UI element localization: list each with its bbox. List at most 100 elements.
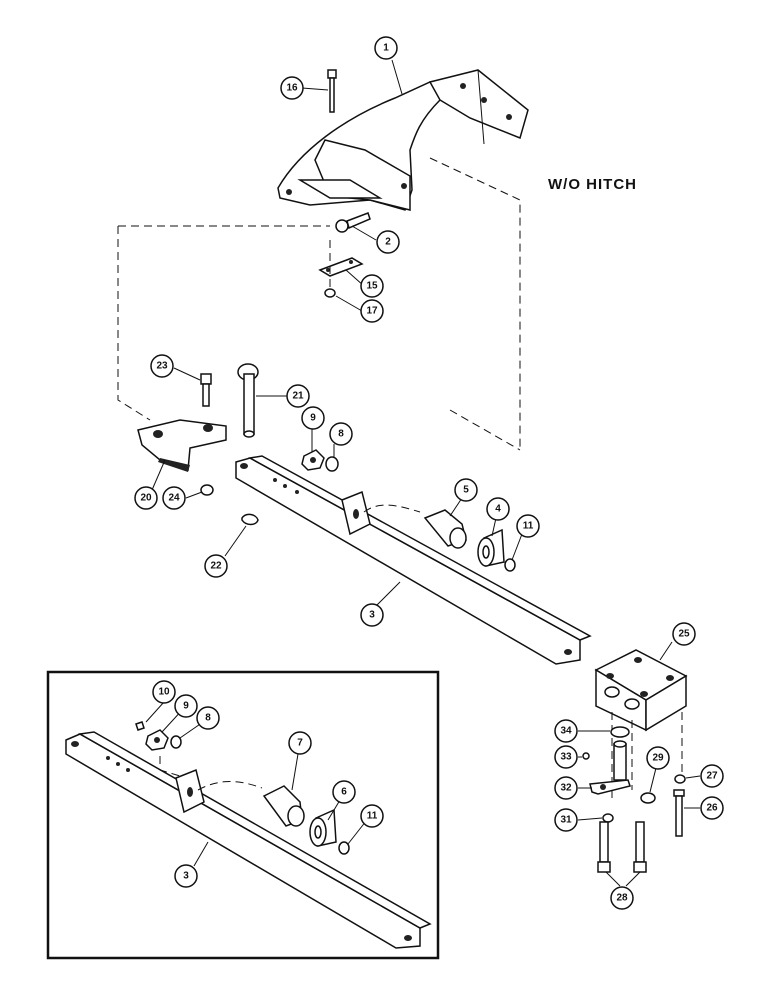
lockwasher-33	[582, 752, 590, 760]
svg-text:28: 28	[616, 893, 628, 904]
svg-text:26: 26	[706, 803, 718, 814]
drawbar-3	[235, 455, 592, 665]
svg-text:16: 16	[286, 83, 298, 94]
callout-3: 3	[360, 603, 384, 627]
callout-11: 11	[516, 514, 540, 538]
callout-34: 34	[554, 719, 578, 743]
svg-text:9: 9	[310, 413, 316, 424]
clip-22	[241, 513, 259, 526]
callout-23: 23	[150, 354, 174, 378]
svg-text:7: 7	[297, 738, 303, 749]
plate-32	[589, 779, 631, 795]
svg-text:1: 1	[383, 43, 389, 54]
callout-17: 17	[360, 299, 384, 323]
callout-29: 29	[646, 746, 670, 770]
callout-33: 33	[554, 745, 578, 769]
bolt-23	[200, 373, 212, 407]
svg-text:33: 33	[560, 752, 572, 763]
diagram-title: W/O HITCH	[548, 176, 637, 193]
washer-34	[610, 726, 630, 738]
callout-27: 27	[700, 764, 724, 788]
svg-text:20: 20	[140, 493, 152, 504]
callout-24: 24	[162, 486, 186, 510]
callout-1: 1	[374, 36, 398, 60]
svg-text:22: 22	[210, 561, 222, 572]
leader-lines	[145, 59, 701, 887]
nut-17	[324, 288, 336, 298]
callout-15: 15	[360, 274, 384, 298]
callout-11-inset: 11	[360, 804, 384, 828]
inset-stud-7	[262, 785, 305, 827]
callout-2: 2	[376, 230, 400, 254]
svg-text:11: 11	[523, 521, 534, 532]
roller-4	[477, 528, 505, 567]
inset-drawbar-3	[65, 731, 432, 949]
nut-24	[200, 484, 214, 496]
svg-text:10: 10	[158, 687, 170, 698]
callout-21: 21	[286, 384, 310, 408]
svg-text:6: 6	[341, 787, 347, 798]
inset-pin-10	[135, 721, 145, 731]
svg-text:2: 2	[385, 237, 391, 248]
callout-6: 6	[332, 780, 356, 804]
callout-22: 22	[204, 554, 228, 578]
lockwasher-31	[602, 813, 614, 823]
drawbar-pin-path	[363, 504, 421, 513]
plate-15	[318, 257, 364, 277]
svg-text:4: 4	[495, 504, 501, 515]
svg-text:3: 3	[183, 871, 189, 882]
svg-text:29: 29	[652, 753, 664, 764]
callout-26: 26	[700, 796, 724, 820]
hitch-block-25	[594, 649, 688, 732]
nut-9	[301, 449, 325, 471]
bolt-26	[673, 789, 685, 837]
bolts-28	[597, 821, 647, 873]
callout-4: 4	[486, 497, 510, 521]
inset-box	[46, 670, 440, 960]
svg-text:8: 8	[205, 713, 211, 724]
inset-washer-8	[170, 735, 182, 749]
lockwasher-27	[674, 774, 686, 784]
svg-text:27: 27	[706, 771, 718, 782]
svg-text:31: 31	[560, 815, 572, 826]
inset-nut-9	[145, 729, 169, 751]
svg-text:8: 8	[338, 429, 344, 440]
callout-20: 20	[134, 486, 158, 510]
pin-21	[237, 363, 259, 438]
callout-16: 16	[280, 76, 304, 100]
stud-5	[423, 509, 467, 549]
inset-roller-6	[309, 808, 337, 847]
washer-8	[325, 456, 339, 472]
svg-text:5: 5	[463, 485, 469, 496]
svg-text:11: 11	[367, 811, 378, 822]
svg-text:25: 25	[678, 629, 690, 640]
svg-text:24: 24	[168, 493, 180, 504]
svg-text:9: 9	[183, 701, 189, 712]
bolt-2	[335, 212, 371, 233]
callout-31: 31	[554, 808, 578, 832]
svg-text:32: 32	[560, 783, 572, 794]
inset-dash	[159, 756, 181, 777]
callout-9-inset: 9	[174, 694, 198, 718]
bolt-16	[327, 69, 337, 113]
callout-8-inset: 8	[196, 706, 220, 730]
callout-25: 25	[672, 622, 696, 646]
callout-3-inset: 3	[174, 864, 198, 888]
support-bracket	[277, 69, 529, 211]
callout-9: 9	[301, 406, 325, 430]
clevis-20	[137, 419, 227, 472]
svg-text:21: 21	[292, 391, 304, 402]
callout-32: 32	[554, 776, 578, 800]
hitch-dash-lines	[611, 712, 683, 800]
inset-pin-path	[197, 781, 263, 791]
pin-33	[613, 740, 627, 781]
inset-snap-ring-11	[338, 841, 350, 855]
callout-10: 10	[152, 680, 176, 704]
svg-text:3: 3	[369, 610, 375, 621]
callout-28: 28	[610, 886, 634, 910]
callout-7: 7	[288, 731, 312, 755]
callout-5: 5	[454, 478, 478, 502]
svg-text:23: 23	[156, 361, 168, 372]
washer-29	[640, 792, 656, 804]
